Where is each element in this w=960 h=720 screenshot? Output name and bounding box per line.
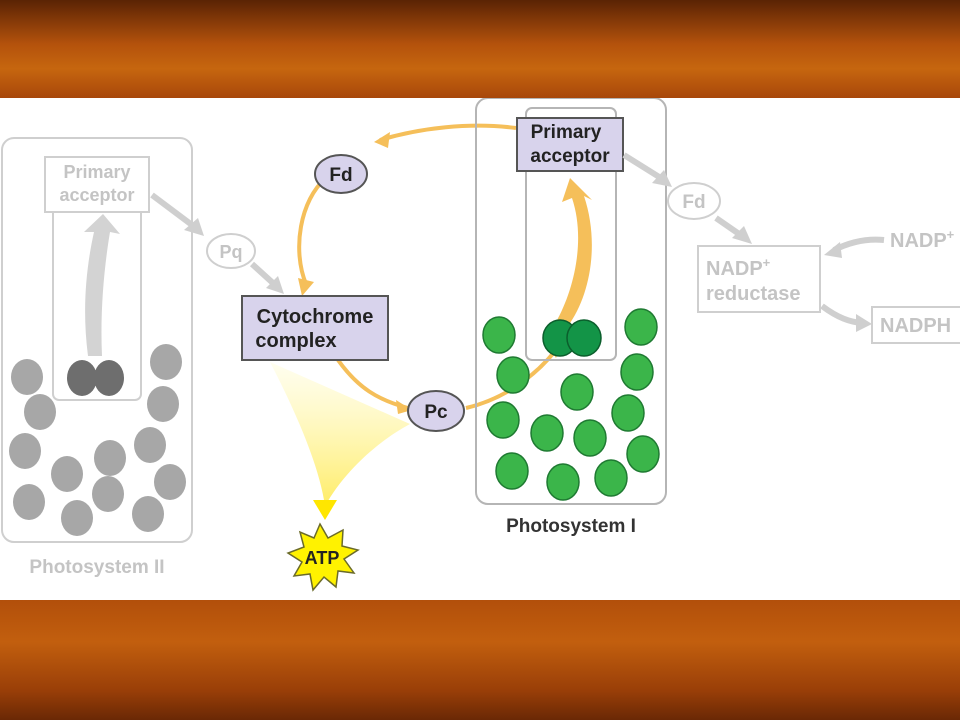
pigment (626, 435, 660, 473)
nadp-reductase-box (697, 245, 821, 313)
pq-carrier (206, 233, 256, 269)
pigment (24, 394, 56, 430)
ps2-primary-acceptor-line2: acceptor (59, 185, 134, 205)
pigment (94, 440, 126, 476)
nadp-input-label: NADP+ (890, 227, 955, 252)
pigment (624, 308, 658, 346)
fd-cycle-label: Fd (329, 165, 352, 186)
pigment (594, 459, 628, 497)
nadp-input-arrow (832, 236, 885, 253)
ps2-primary-acceptor-line1: Primary (63, 162, 130, 182)
ps1-excitation-arrow (556, 178, 592, 326)
ps1-reaction-center-pigment (566, 319, 602, 357)
nadp-reductase-line2: reductase (706, 283, 801, 305)
pigment (573, 419, 607, 457)
nadp-reductase-line1: NADP+ (706, 255, 771, 280)
pigment (560, 373, 594, 411)
atp-starburst (286, 522, 360, 592)
photosystem-i-outline (475, 98, 667, 505)
ps2-primary-acceptor-box (44, 156, 150, 213)
photosystem-ii: Primary acceptor Photosystem II (1, 137, 193, 578)
cytochrome-line2: complex (255, 330, 336, 352)
fd-right-label: Fd (682, 192, 705, 213)
ps2-antenna-pigments (9, 344, 186, 536)
pigment (620, 353, 654, 391)
fd-carrier-right (667, 182, 721, 220)
pigment (495, 452, 529, 490)
photosystem-ii-label: Photosystem II (29, 557, 164, 578)
ps2-excitation-arrow (84, 214, 120, 356)
cyclic-electron-flow-diagram: Primary acceptor Photosystem II Pq (1, 98, 960, 592)
ps1-primary-acceptor-line1: Primary (531, 122, 602, 143)
pigment (482, 316, 516, 354)
pigment (134, 427, 166, 463)
top-decorative-band (0, 0, 960, 98)
cytochrome-complex-box (241, 295, 389, 361)
photosystem-i: Primary acceptor Photosystem I (475, 98, 667, 537)
ps1-to-fd-arrowhead (652, 170, 672, 187)
ps1-acceptor-to-fd-arc (379, 123, 517, 142)
pigment (530, 414, 564, 452)
pigment (486, 401, 520, 439)
photosystem-ii-outline (1, 137, 193, 543)
bottom-decorative-band (0, 600, 960, 720)
atp-energy-cone (270, 362, 410, 506)
atp-arrowhead (313, 500, 337, 520)
nadph-box (871, 306, 960, 344)
pigment (61, 500, 93, 536)
ps2-reaction-center-pigment (67, 360, 97, 396)
photosystem-i-reaction-center-outline (525, 107, 617, 361)
ps1-antenna-pigments (482, 308, 660, 501)
ps1-primary-acceptor-box (516, 117, 624, 172)
ps2-to-pq-arrowhead (184, 218, 204, 236)
pq-to-cytochrome-arrowhead (266, 276, 284, 294)
pq-label: Pq (219, 242, 242, 262)
diagram-panel: Primary acceptor Photosystem II Pq (0, 98, 960, 600)
pc-label: Pc (424, 402, 448, 423)
fd-to-cytochrome-arc (297, 176, 328, 285)
nadph-label: NADPH (880, 315, 951, 337)
fd-carrier-cycle (314, 154, 368, 194)
pc-carrier (407, 390, 465, 432)
pigment (92, 476, 124, 512)
pigment (147, 386, 179, 422)
atp-label: ATP (305, 548, 340, 568)
cytochrome-line1: Cytochrome (257, 306, 374, 328)
fd-to-reductase-arrowhead (732, 226, 752, 244)
pigment (611, 394, 645, 432)
photosystem-i-label: Photosystem I (506, 516, 636, 537)
arrowhead-to-fd (374, 132, 390, 148)
pigment (51, 456, 83, 492)
arrowhead-to-cytochrome (298, 278, 314, 296)
ps1-to-fd-arrow (622, 152, 666, 183)
pigment (9, 433, 41, 469)
reductase-to-nadph-arrowhead (856, 314, 872, 332)
pigment (13, 484, 45, 520)
pq-to-cytochrome-arrow (249, 261, 277, 287)
pigment (132, 496, 164, 532)
pigment (150, 344, 182, 380)
ps1-primary-acceptor-line2: acceptor (530, 146, 610, 167)
pigment (154, 464, 186, 500)
nadp-input-arrowhead (824, 242, 842, 258)
pigment (11, 359, 43, 395)
ps2-to-pq-arrow (150, 192, 198, 231)
ps2-reaction-center-pigment (94, 360, 124, 396)
pigment (546, 463, 580, 501)
pigment (496, 356, 530, 394)
